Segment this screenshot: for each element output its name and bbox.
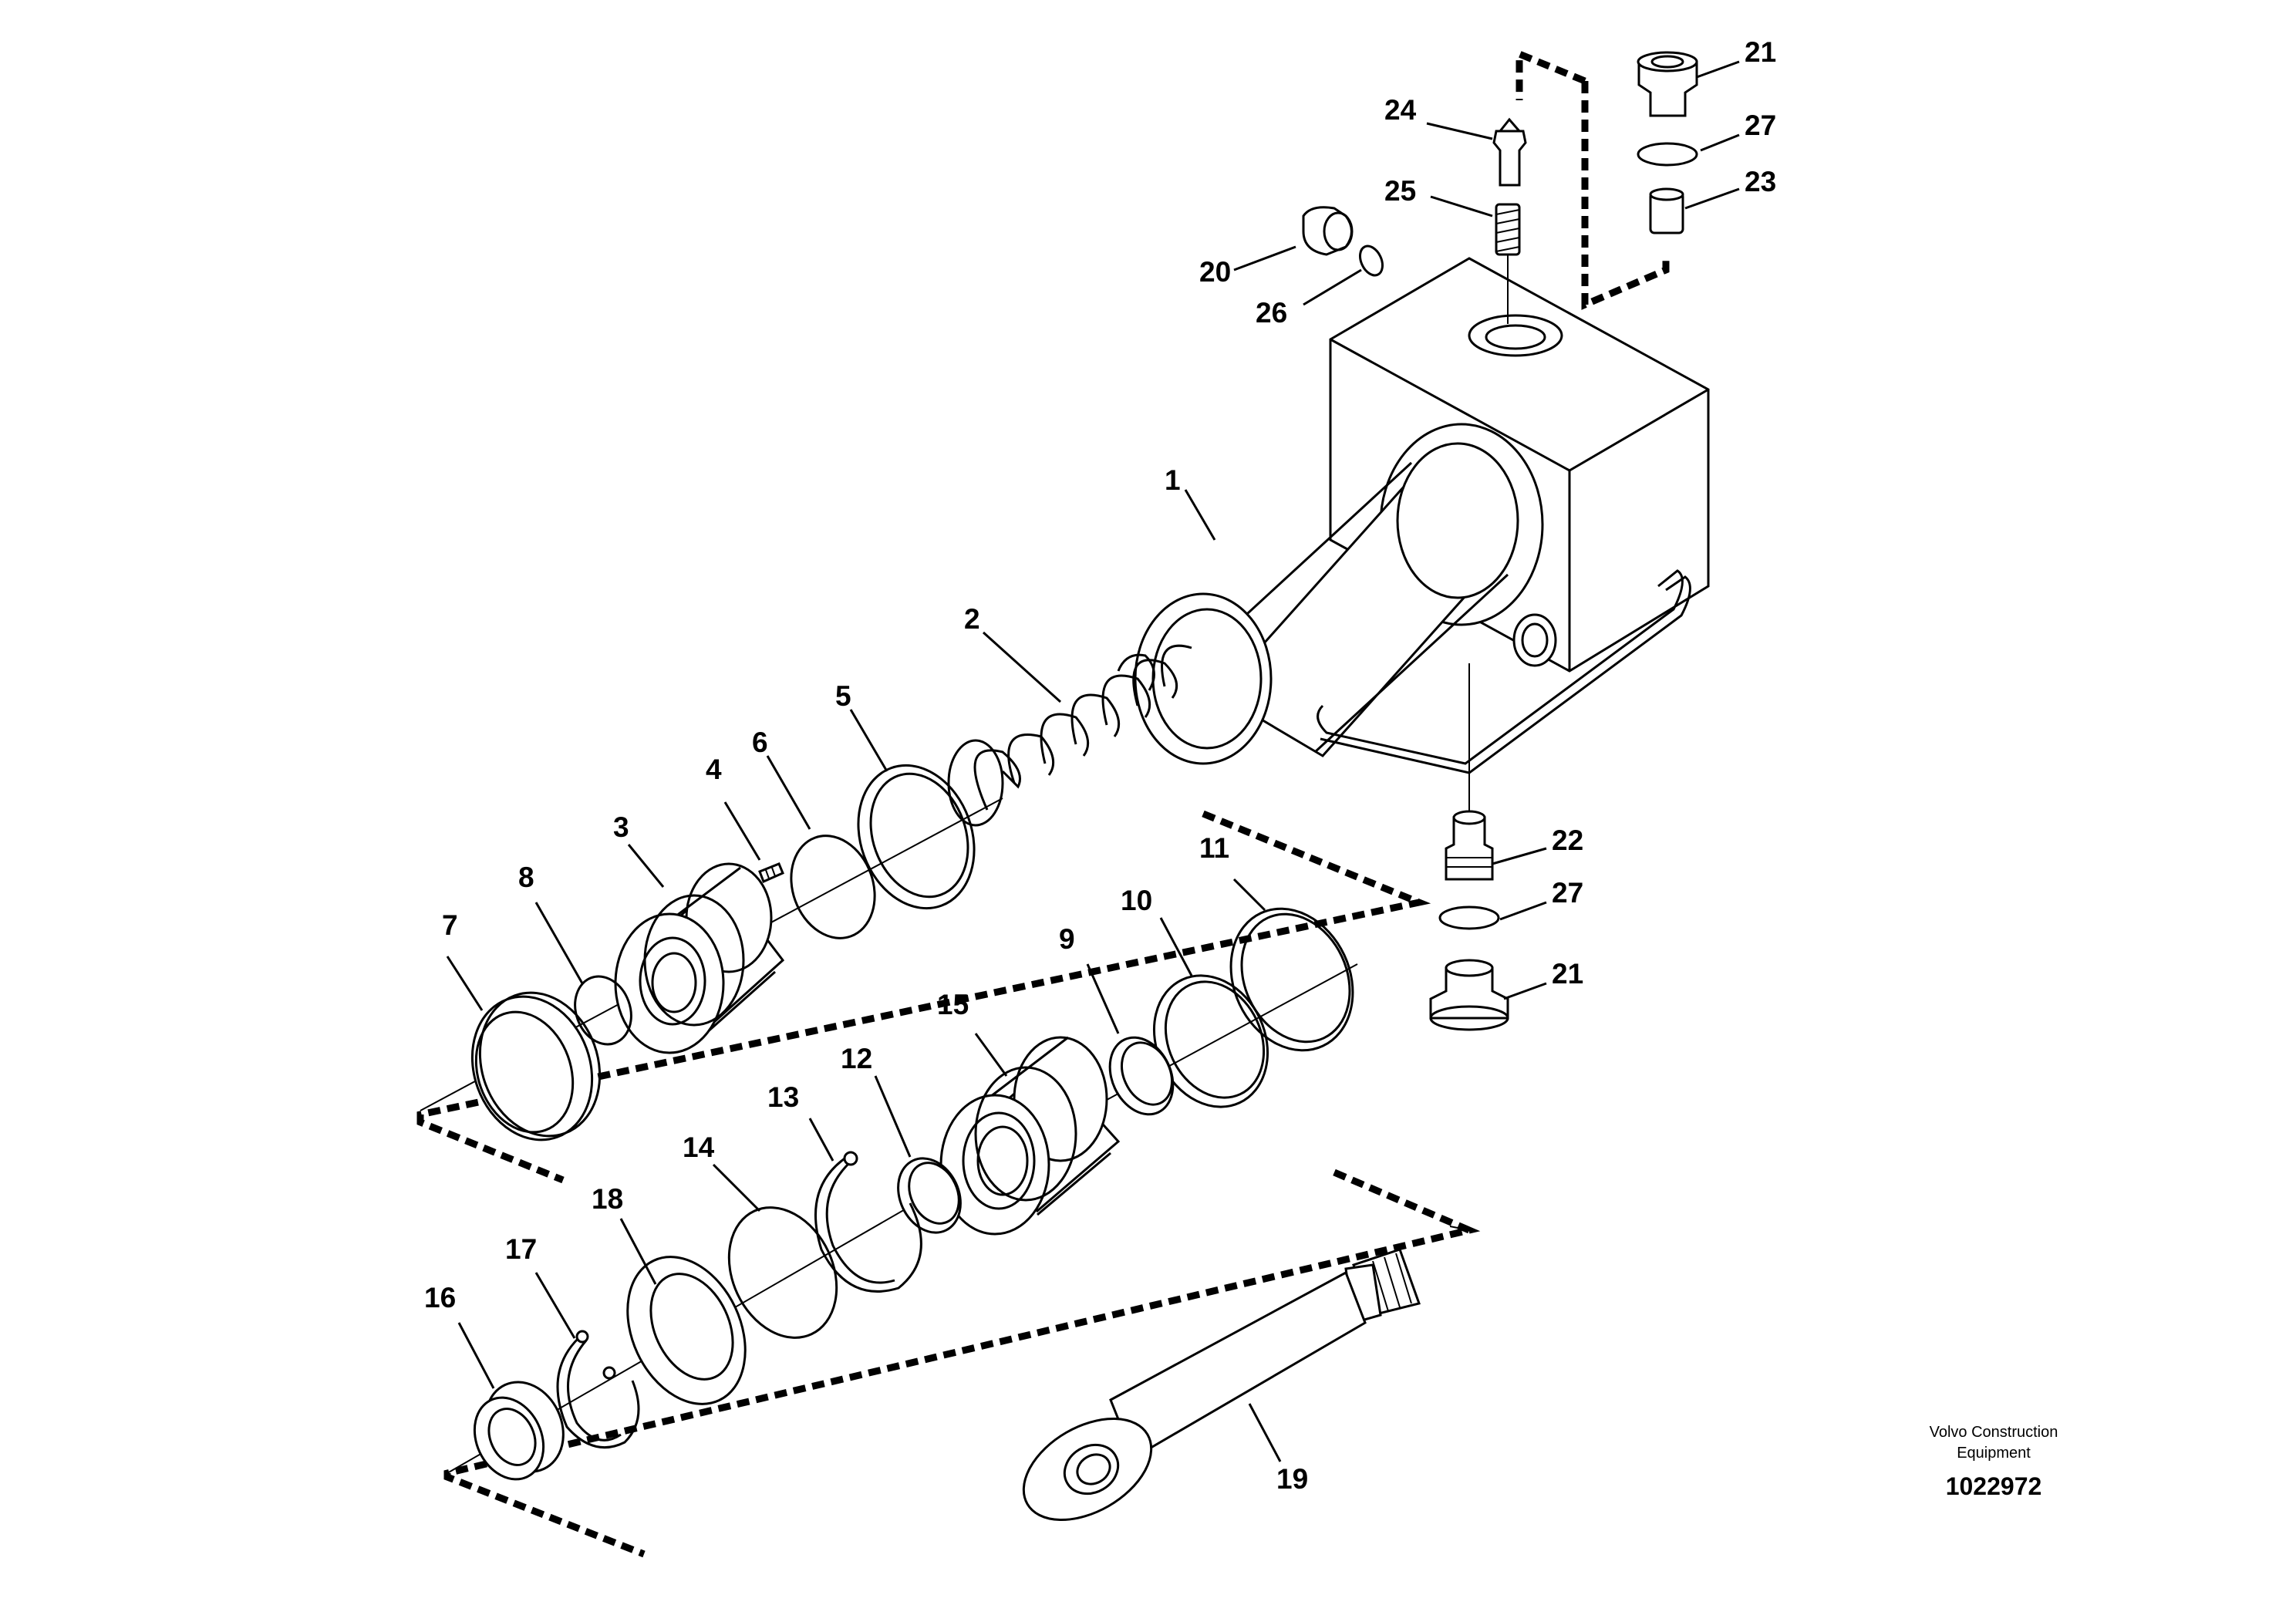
label-part-24: 24 [1384, 94, 1417, 126]
label-part-2: 2 [964, 603, 980, 635]
label-part-3: 3 [613, 811, 629, 843]
footer-company-line1: Volvo Construction [1930, 1424, 2058, 1441]
o-ring-14 [727, 1206, 838, 1339]
label-part-20: 20 [1199, 256, 1231, 288]
plug-21-upper [1637, 51, 1698, 117]
o-ring-8 [574, 975, 632, 1046]
snap-ring-17 [556, 1330, 640, 1449]
check-valve-24 [1492, 117, 1527, 187]
label-part-27-upper: 27 [1745, 110, 1776, 141]
label-part-27-lower: 27 [1552, 877, 1583, 909]
o-ring-6 [790, 835, 876, 939]
label-part-19: 19 [1276, 1463, 1308, 1495]
label-part-1: 1 [1165, 464, 1181, 496]
ring-11 [1229, 907, 1354, 1052]
piston-rod-19 [1022, 1226, 1470, 1522]
label-part-7: 7 [442, 909, 458, 941]
label-part-5: 5 [835, 680, 851, 712]
label-part-21-upper: 21 [1745, 36, 1776, 68]
piston-3 [614, 862, 785, 1054]
label-part-18: 18 [592, 1183, 623, 1215]
drawing-number: 1022972 [1946, 1472, 2042, 1500]
ring-9 [1108, 1036, 1175, 1116]
plug-21-lower [1429, 959, 1509, 1031]
label-part-12: 12 [841, 1043, 872, 1074]
label-part-17: 17 [505, 1233, 537, 1265]
spring-25 [1495, 203, 1521, 256]
piston-15 [939, 1036, 1121, 1236]
label-part-9: 9 [1059, 923, 1075, 955]
valve-housing [1134, 247, 1710, 814]
bushing-16 [473, 1381, 565, 1481]
label-part-25: 25 [1384, 175, 1416, 207]
label-part-8: 8 [518, 862, 534, 893]
label-part-21-lower: 21 [1552, 958, 1583, 990]
fitting-22 [1445, 810, 1494, 881]
label-part-26: 26 [1256, 297, 1287, 329]
ring-18 [626, 1256, 747, 1405]
footer: Volvo Construction Equipment 1022972 [1930, 1424, 2058, 1500]
label-part-14: 14 [683, 1131, 715, 1163]
label-part-22: 22 [1552, 824, 1583, 856]
pin-4 [758, 862, 784, 884]
leader-lines [446, 60, 1740, 1462]
plug-23 [1649, 187, 1684, 234]
ring-5 [857, 764, 976, 910]
footer-company-line2: Equipment [1957, 1445, 2031, 1462]
o-ring-27-lower [1438, 905, 1500, 930]
o-ring-26 [1358, 244, 1384, 277]
label-part-13: 13 [767, 1081, 799, 1113]
label-part-15: 15 [937, 989, 969, 1020]
label-part-23: 23 [1745, 166, 1776, 197]
label-part-4: 4 [706, 754, 722, 785]
spring [947, 644, 1192, 827]
plug-20 [1302, 206, 1354, 256]
o-ring-27-upper [1637, 142, 1698, 167]
label-part-6: 6 [752, 727, 768, 758]
label-part-10: 10 [1121, 885, 1152, 916]
part-labels: 1 2 3 4 5 6 7 8 9 10 11 12 13 14 15 16 1… [424, 36, 1776, 1495]
label-part-11: 11 [1199, 832, 1229, 864]
label-part-16: 16 [424, 1282, 456, 1313]
snap-ring-13 [814, 1151, 922, 1293]
ring-7 [470, 991, 602, 1141]
